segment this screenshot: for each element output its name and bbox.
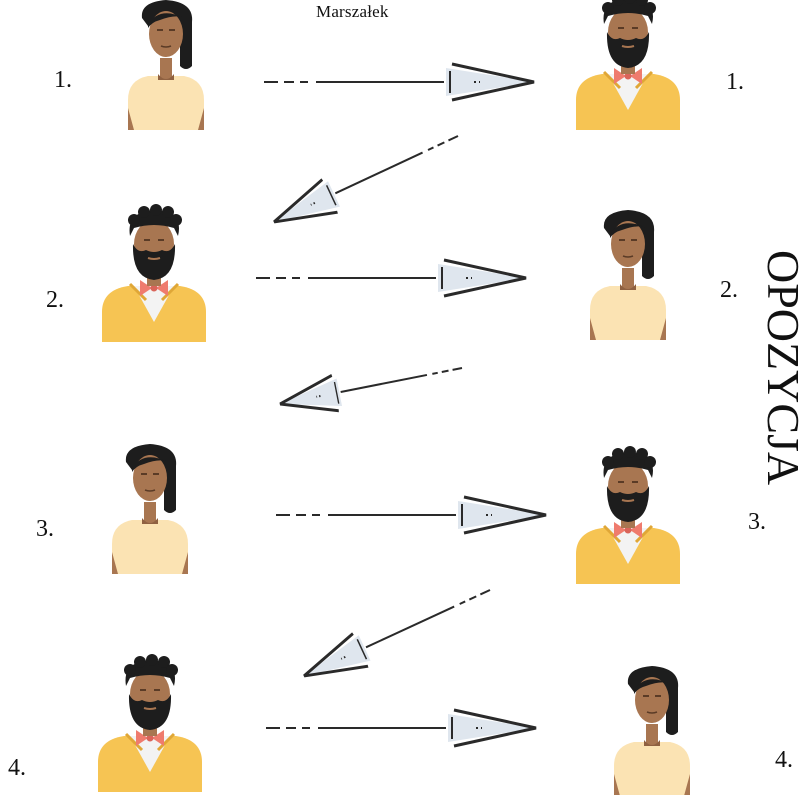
right-avatar-4 [613, 665, 691, 795]
right-avatar-1 [574, 0, 682, 132]
arrow-diagonal-1 [264, 118, 468, 240]
left-label-3: 3. [36, 516, 54, 542]
left-label-4: 4. [8, 755, 26, 781]
side-label-opozycja: OPOZYCJA [758, 250, 809, 486]
arrow-right-1 [262, 62, 536, 102]
right-label-4: 4. [775, 747, 793, 773]
left-avatar-3 [111, 443, 189, 575]
arrow-right-3 [274, 495, 548, 535]
left-avatar-2 [100, 202, 208, 344]
arrow-right-4 [264, 708, 538, 748]
speaker-title: Marszałek [316, 2, 389, 21]
arrow-right-2 [254, 258, 528, 298]
right-label-3: 3. [748, 509, 766, 535]
left-avatar-1 [127, 0, 205, 131]
right-avatar-2 [589, 209, 667, 341]
arrow-diagonal-3 [295, 572, 499, 694]
right-avatar-3 [574, 444, 682, 586]
left-label-1: 1. [54, 67, 72, 93]
arrow-diagonal-2 [275, 348, 467, 424]
left-avatar-4 [96, 652, 204, 794]
right-label-2: 2. [720, 277, 738, 303]
left-label-2: 2. [46, 287, 64, 313]
right-label-1: 1. [726, 69, 744, 95]
